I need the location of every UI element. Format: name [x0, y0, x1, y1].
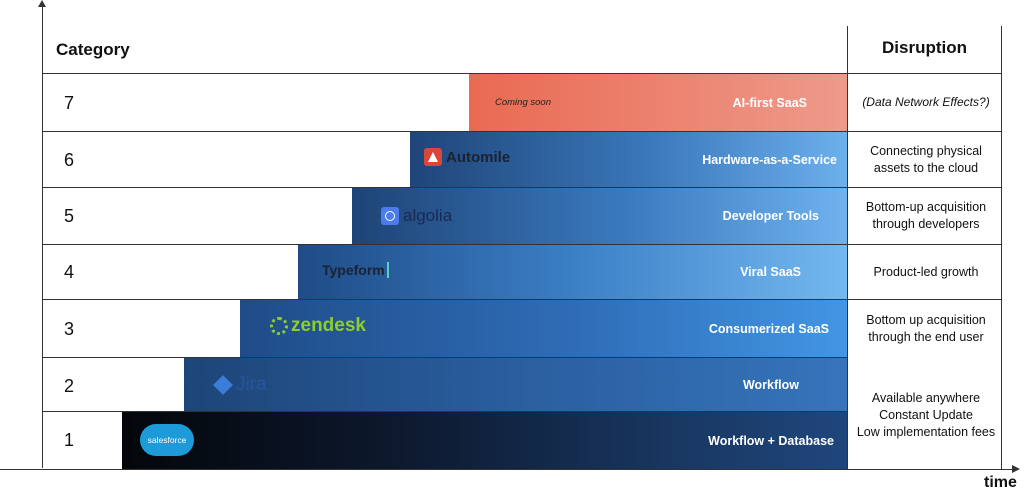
- zendesk-icon: [270, 317, 288, 335]
- row-6-divider: [42, 187, 1002, 188]
- disruption-column-divider: [847, 26, 848, 469]
- zendesk-logo: zendesk: [270, 315, 366, 337]
- row-7-type: AI-first SaaS: [732, 95, 807, 110]
- table-right-border: [1001, 26, 1002, 469]
- row-2-bar: Jira Workflow: [184, 358, 847, 411]
- header-divider: [42, 73, 1002, 74]
- row-4-divider: [42, 299, 1002, 300]
- typeform-cursor-icon: [386, 262, 389, 278]
- row-1-type: Workflow + Database: [708, 433, 834, 448]
- jira-logo-text: Jira: [236, 374, 267, 395]
- row-2-disruption: Available anywhere Constant Update Low i…: [856, 390, 996, 439]
- row-7-bar: Coming soon AI-first SaaS: [469, 74, 847, 131]
- automile-icon: [424, 148, 442, 166]
- y-axis-arrow-icon: [38, 0, 46, 7]
- jira-logo: Jira: [213, 374, 267, 396]
- row-2-type: Workflow: [742, 377, 799, 392]
- row-5-bar: algolia Developer Tools: [352, 188, 847, 244]
- disruption-header: Disruption: [882, 38, 967, 57]
- row-3-disruption: Bottom up acquisition through the end us…: [866, 312, 986, 344]
- row-6-number: 6: [64, 150, 75, 170]
- row-7-number: 7: [64, 93, 75, 113]
- row-5-type: Developer Tools: [722, 209, 819, 223]
- jira-icon: [213, 375, 233, 395]
- row-4-disruption: Product-led growth: [873, 264, 979, 279]
- row-6-disruption: Connecting physical assets to the cloud: [870, 143, 982, 175]
- typeform-logo-text: Typeform: [322, 262, 385, 278]
- row-7-divider: [42, 131, 1002, 132]
- row-6-type: Hardware-as-a-Service: [702, 152, 837, 167]
- row-5-divider: [42, 244, 1002, 245]
- row-1-bar: salesforce Workflow + Database: [122, 412, 847, 469]
- algolia-logo-text: algolia: [403, 206, 453, 225]
- row-1-number: 1: [64, 430, 75, 450]
- category-header: Category: [56, 40, 130, 59]
- row-4-number: 4: [64, 262, 75, 282]
- salesforce-logo-text: salesforce: [147, 435, 187, 445]
- typeform-logo: Typeform: [322, 262, 389, 278]
- automile-logo-text: Automile: [446, 148, 511, 166]
- coming-soon-label: Coming soon: [495, 97, 551, 108]
- row-3-divider: [42, 357, 847, 358]
- algolia-logo: algolia: [381, 206, 452, 226]
- row-3-type: Consumerized SaaS: [708, 321, 829, 336]
- row-2-divider: [42, 411, 847, 412]
- zendesk-logo-text: zendesk: [291, 315, 366, 336]
- row-4-type: Viral SaaS: [740, 265, 801, 279]
- row-4-bar: Typeform Viral SaaS: [298, 245, 847, 299]
- automile-logo: Automile: [424, 148, 510, 166]
- x-axis-arrow-icon: [1012, 465, 1020, 473]
- algolia-icon: [381, 207, 399, 225]
- row-2-number: 2: [64, 376, 75, 396]
- row-6-bar: Automile Hardware-as-a-Service: [410, 132, 847, 187]
- x-axis-label: time: [984, 474, 1017, 491]
- row-3-number: 3: [64, 319, 75, 339]
- row-3-bar: zendesk Consumerized SaaS: [240, 300, 847, 357]
- row-5-disruption: Bottom-up acquisition through developers: [865, 200, 987, 231]
- row-7-disruption: (Data Network Effects?): [862, 95, 990, 109]
- y-axis: [42, 6, 43, 468]
- salesforce-logo: salesforce: [140, 424, 194, 456]
- x-axis: [0, 469, 1012, 470]
- row-5-number: 5: [64, 206, 75, 226]
